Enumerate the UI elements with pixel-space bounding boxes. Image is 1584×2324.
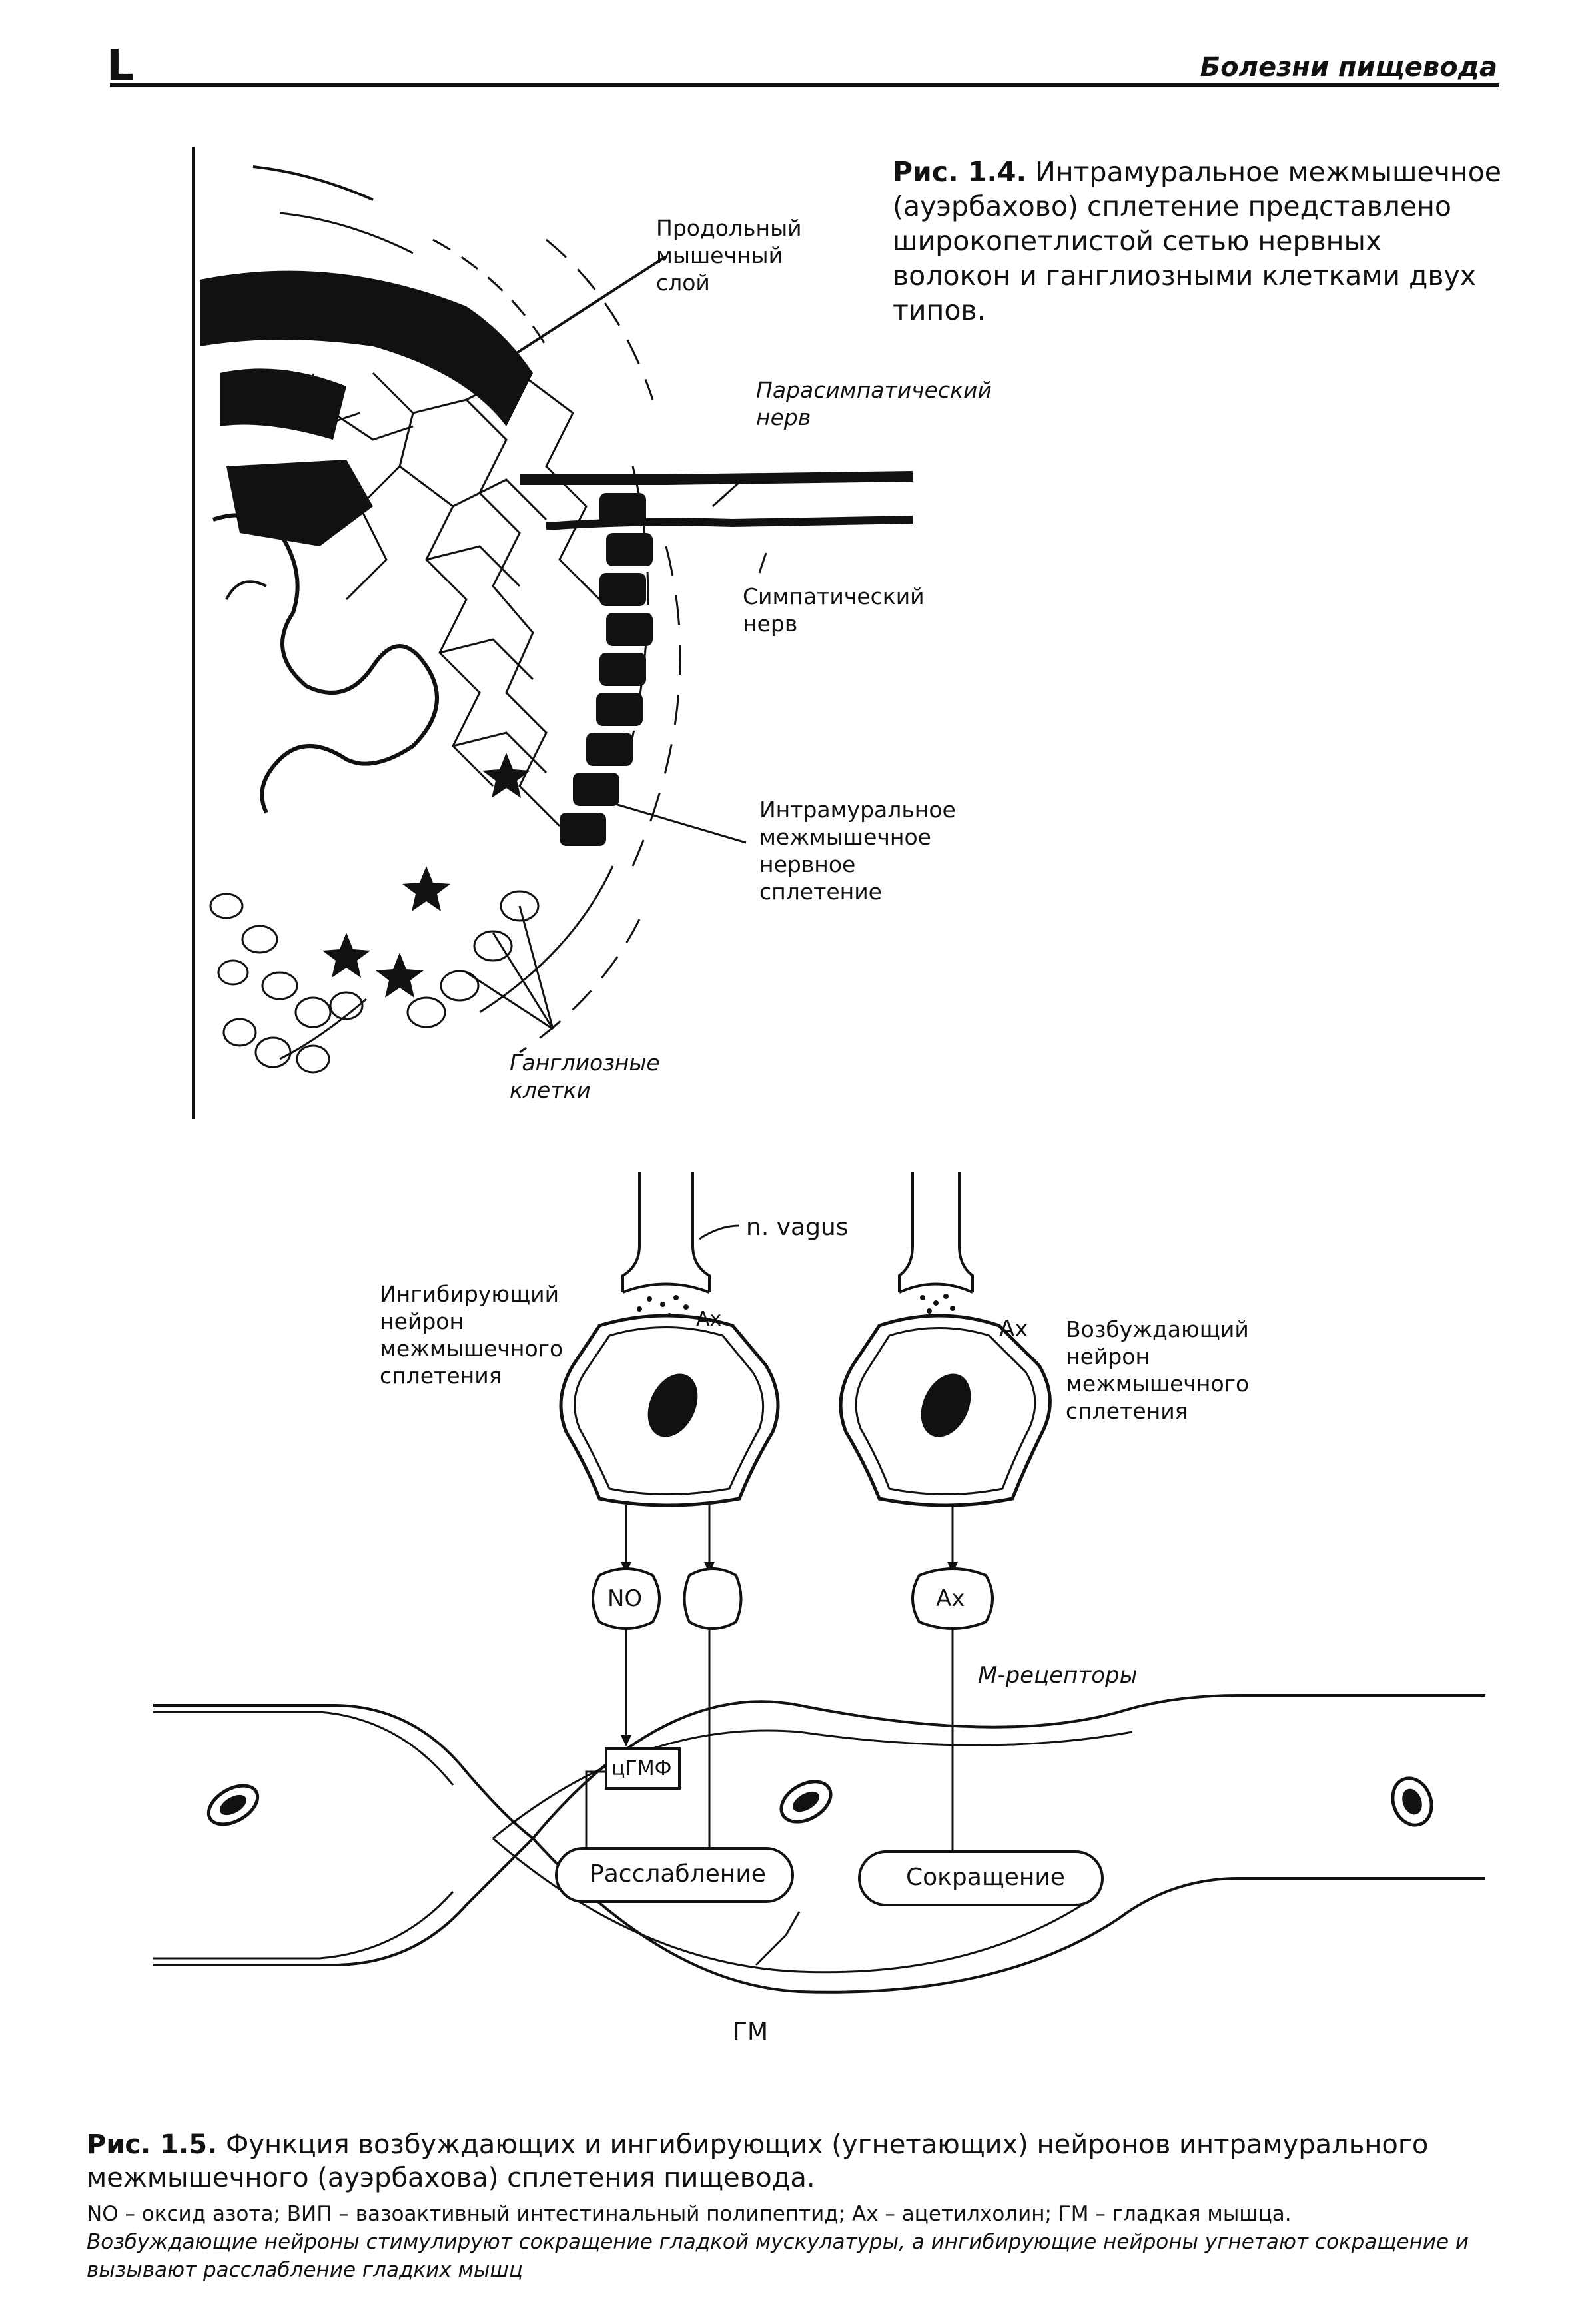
label-ax-synapse-left: Ax: [696, 1308, 722, 1331]
label-longitudinal-layer: Продольный мышечный слой: [656, 214, 802, 296]
label-parasympathetic-line-2: нерв: [756, 404, 811, 430]
label-gm: ГМ: [733, 2018, 769, 2046]
figure-1-4-caption-label: Рис. 1.4.: [893, 156, 1027, 188]
label-contraction: Сокращение: [906, 1864, 1065, 1891]
label-no: NO: [607, 1585, 643, 1612]
label-m-receptors: М-рецепторы: [978, 1662, 1138, 1689]
label-intramural-plexus: Интрамуральное межмышечное нервное сплет…: [759, 796, 956, 905]
figure-1-5-note-explanation: Возбуждающие нейроны стимулируют сокраще…: [87, 2230, 1469, 2282]
label-longitudinal-line-2: мышечный: [656, 242, 783, 268]
label-sympathetic-line-1: Симпатический: [743, 583, 925, 609]
label-excit-line-1: Возбуждающий: [1066, 1316, 1249, 1342]
label-excit-line-2: нейрон: [1066, 1344, 1150, 1369]
label-excit-line-4: сплетения: [1066, 1398, 1188, 1424]
label-plexus-line-2: межмышечное: [759, 824, 931, 850]
figure-1-5-notes: NO – оксид азота; ВИП – вазоактивный инт…: [87, 2200, 1505, 2284]
page-number: L: [107, 41, 134, 91]
label-plexus-line-1: Интрамуральное: [759, 797, 956, 823]
label-inhib-line-3: межмышечного: [380, 1336, 564, 1361]
label-inhibitory-neuron: Ингибирующий нейрон межмышечного сплетен…: [380, 1280, 563, 1389]
label-ganglion-line-1: Ганглиозные: [510, 1050, 660, 1076]
figure-1-5-note-abbreviations: NO – оксид азота; ВИП – вазоактивный инт…: [87, 2202, 1292, 2226]
label-inhib-line-2: нейрон: [380, 1308, 464, 1334]
label-ganglion-cells: Ганглиозные клетки: [510, 1049, 660, 1104]
figure-1-5-caption: Рис. 1.5. Функция возбуждающих и ингибир…: [87, 2128, 1505, 2195]
header-rule: [110, 83, 1499, 87]
running-title: Болезни пищевода: [1200, 52, 1497, 83]
label-cgmp: цГМФ: [611, 1757, 672, 1780]
label-plexus-line-4: сплетение: [759, 879, 882, 905]
figure-1-4-caption-text: Интрамуральное межмышечное (ауэрбахово) …: [893, 156, 1502, 326]
label-ax-vesicle: Ax: [936, 1585, 965, 1612]
label-longitudinal-line-1: Продольный: [656, 215, 802, 241]
label-sympathetic-line-2: нерв: [743, 611, 798, 637]
figure-1-5-caption-label: Рис. 1.5.: [87, 2130, 218, 2160]
label-plexus-line-3: нервное: [759, 851, 856, 877]
figure-1-4-caption: Рис. 1.4. Интрамуральное межмышечное (ау…: [893, 155, 1505, 328]
label-parasympathetic-line-1: Парасимпатический: [756, 377, 992, 403]
label-relaxation: Расслабление: [590, 1860, 766, 1888]
label-ganglion-line-2: клетки: [510, 1077, 591, 1103]
label-parasympathetic-nerve: Парасимпатический нерв: [756, 376, 992, 431]
label-excit-line-3: межмышечного: [1066, 1371, 1250, 1397]
label-vagus: n. vagus: [746, 1214, 849, 1241]
label-inhib-line-4: сплетения: [380, 1363, 502, 1389]
label-excitatory-neuron: Возбуждающий нейрон межмышечного сплетен…: [1066, 1316, 1249, 1425]
label-inhib-line-1: Ингибирующий: [380, 1281, 560, 1307]
label-ax-synapse: Ax: [999, 1316, 1028, 1342]
label-longitudinal-line-3: слой: [656, 270, 710, 296]
figure-1-5-caption-text: Функция возбуждающих и ингибирующих (угн…: [87, 2130, 1429, 2193]
label-sympathetic-nerve: Симпатический нерв: [743, 583, 925, 637]
